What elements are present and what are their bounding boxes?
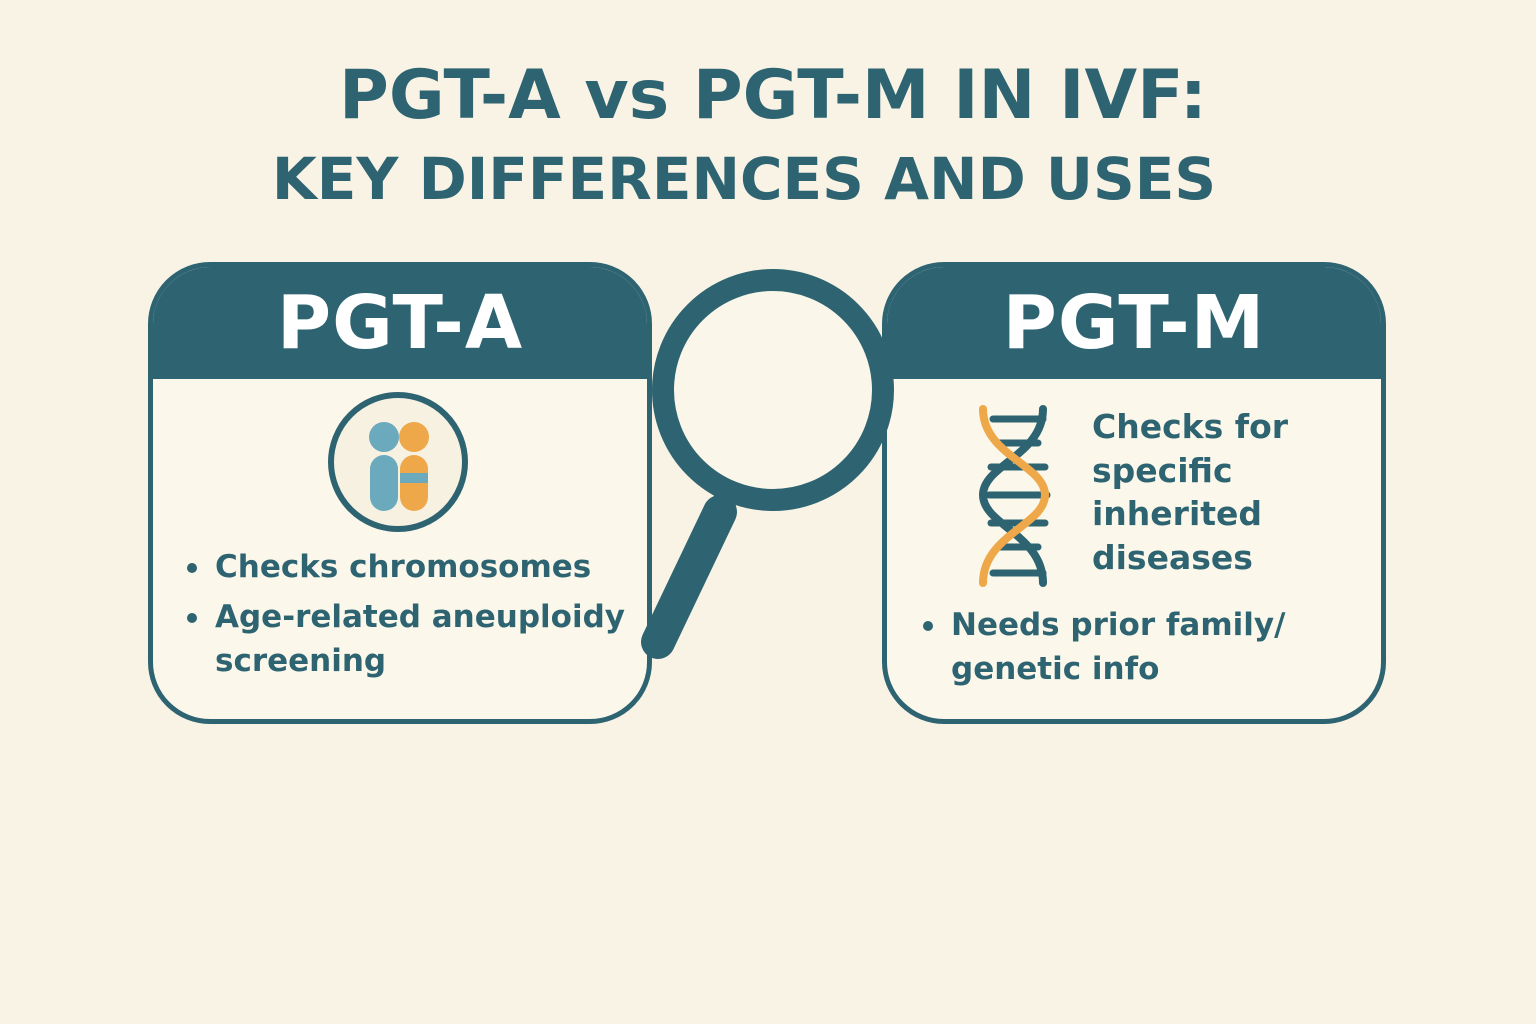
page-title-line-1: PGT-A vs PGT-M IN IVF:: [339, 56, 1207, 135]
page-title-line-2: KEY DIFFERENCES AND USES: [271, 145, 1217, 213]
magnifier-icon: [641, 269, 894, 659]
pgt-m-bullet-1: Needs prior family/ genetic info: [923, 603, 1363, 691]
pgt-a-heading: PGT-A: [153, 267, 647, 379]
pgt-a-bullet-list: Checks chromosomes Age-related aneuploid…: [187, 545, 637, 689]
pgt-m-description: Checks for specific inherited diseases: [1092, 407, 1289, 577]
chromosome-icon: [328, 392, 468, 532]
pgt-m-heading: PGT-M: [887, 267, 1381, 379]
pgt-a-bullet-2: Age-related aneuploidy screening: [187, 595, 637, 683]
pgt-m-bullet-list: Needs prior family/ genetic info: [923, 603, 1363, 697]
pgt-a-card: PGT-A Checks chromosomes Age-related ane…: [148, 262, 652, 724]
pgt-m-card: PGT-M Checks for specific inherited dise…: [882, 262, 1386, 724]
pgt-a-bullet-1: Checks chromosomes: [187, 545, 637, 589]
dna-icon: [978, 405, 1051, 587]
